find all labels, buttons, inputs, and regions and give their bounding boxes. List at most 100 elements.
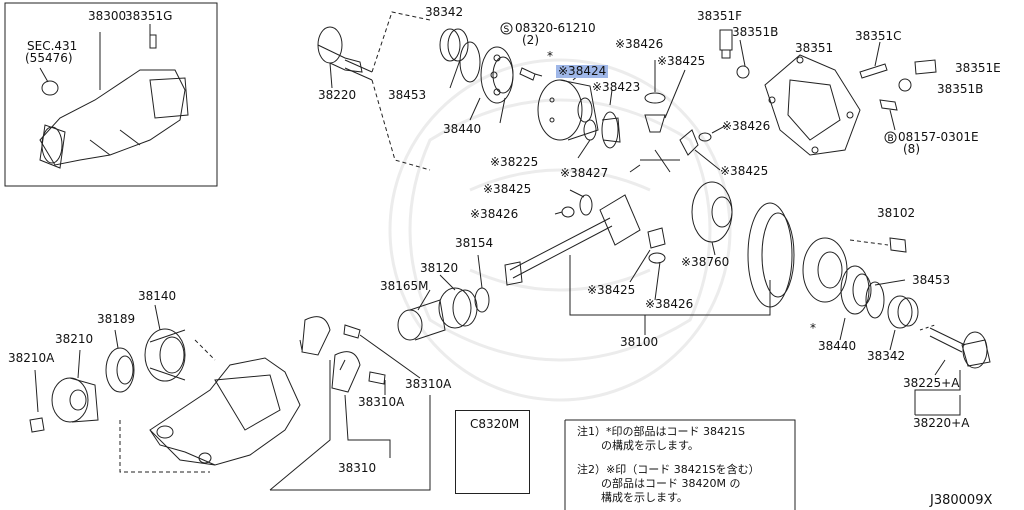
washer-38225	[583, 119, 597, 141]
note-2-line-3: 構成を示します。	[601, 491, 688, 504]
part-label-38165M[interactable]: 38165M	[380, 279, 429, 293]
leader-lines-top-left	[449, 59, 506, 124]
note-2-line-2: の部品はコード 38420M の	[601, 477, 741, 490]
part-label-38189[interactable]: 38189	[97, 312, 136, 326]
plug-38351F	[719, 29, 733, 59]
part-label-38120[interactable]: 38120	[420, 261, 459, 275]
part-label-38351F[interactable]: 38351F	[697, 9, 743, 23]
leader-38760	[711, 241, 716, 256]
leader-38351C	[874, 41, 881, 67]
part-label-38351B-right[interactable]: 38351B	[937, 82, 984, 96]
part-label-38424-highlighted[interactable]: ※38424	[556, 64, 609, 78]
dashed-flange-right	[919, 324, 936, 331]
svg-text:S: S	[504, 25, 510, 35]
bolt-08320	[519, 67, 543, 81]
companion-flange-38220	[317, 26, 373, 89]
leaders-pinion-bearings	[417, 254, 483, 311]
leaders-right-mid	[694, 125, 726, 171]
section-part[interactable]: (55476)	[25, 51, 73, 65]
part-label-38154[interactable]: 38154	[455, 236, 494, 250]
bracket-38220A	[915, 395, 961, 416]
star-mark-38424: *	[547, 49, 553, 63]
pinion-38425-bottom	[647, 227, 666, 249]
bolt-code-08320[interactable]: 08320-61210	[515, 21, 596, 35]
leaders-flange-right	[914, 359, 961, 415]
bolt-code-08157[interactable]: 08157-0301E	[898, 130, 979, 144]
sealant-box	[455, 410, 530, 494]
part-label-38100[interactable]: 38100	[620, 335, 659, 349]
bearing-38440-right	[840, 265, 872, 315]
part-label-38760[interactable]: ※38760	[681, 255, 730, 269]
washer-38154	[474, 287, 490, 313]
part-label-38425-a[interactable]: ※38425	[657, 54, 706, 68]
watermark-emblem	[388, 58, 732, 402]
part-label-38453-top[interactable]: 38453	[388, 88, 427, 102]
leader-38427	[629, 164, 641, 173]
part-label-38425-d[interactable]: ※38425	[587, 283, 636, 297]
part-label-38426-c[interactable]: ※38426	[470, 207, 519, 221]
spacer-38165M	[397, 299, 446, 341]
part-label-38426-d[interactable]: ※38426	[645, 297, 694, 311]
drive-pinion-38100	[504, 194, 641, 286]
bolt-qty-08320: (2)	[522, 33, 539, 47]
s-circle-icon: S	[500, 22, 513, 38]
part-label-38225A[interactable]: 38225+A	[903, 376, 960, 390]
part-label-38342-right[interactable]: 38342	[867, 349, 906, 363]
part-label-38425-b[interactable]: ※38425	[720, 164, 769, 178]
part-label-38425-c[interactable]: ※38425	[483, 182, 532, 196]
leaders-bottom-middle	[629, 249, 661, 301]
part-label-38220[interactable]: 38220	[318, 88, 357, 102]
part-label-38426-b[interactable]: ※38426	[722, 119, 771, 133]
washer-38426-top	[644, 92, 666, 104]
inset-frame	[4, 2, 218, 187]
part-label-38342-top[interactable]: 38342	[425, 5, 464, 19]
leader-08157	[889, 109, 896, 131]
part-label-38440-right[interactable]: 38440	[818, 339, 857, 353]
leaders-top-middle	[654, 60, 686, 119]
part-label-38351G[interactable]: 38351G	[125, 9, 173, 23]
part-label-38351[interactable]: 38351	[795, 41, 834, 55]
part-label-38140[interactable]: 38140	[138, 289, 177, 303]
sealant-code[interactable]: C8320M	[470, 417, 520, 431]
side-gear-38760	[691, 181, 733, 243]
bearing-38342-right	[887, 295, 919, 329]
note-2-line-1: 注2）※印（コード 38421Sを含む）	[577, 463, 760, 476]
bolt-08157	[879, 99, 898, 111]
part-label-38310A-b[interactable]: 38310A	[358, 395, 405, 409]
part-label-38351C[interactable]: 38351C	[855, 29, 902, 43]
section-ref[interactable]: SEC.431	[27, 39, 78, 53]
ring-gear	[747, 202, 795, 308]
part-label-38423[interactable]: ※38423	[592, 80, 641, 94]
part-label-38351E[interactable]: 38351E	[955, 61, 1001, 75]
diagram-code: J380009X	[930, 493, 993, 508]
part-label-38225[interactable]: ※38225	[490, 155, 539, 169]
part-label-38210[interactable]: 38210	[55, 332, 94, 346]
pinion-38425-right	[679, 129, 699, 156]
rear-cover-38351	[764, 54, 861, 156]
note-1-line-2: の構成を示します。	[601, 439, 699, 452]
plug-38351E	[914, 59, 937, 75]
leaders-right-bearings	[839, 279, 906, 351]
leader-38351B-top	[739, 39, 746, 67]
part-label-38440-top[interactable]: 38440	[443, 122, 482, 136]
part-label-38427[interactable]: ※38427	[560, 166, 609, 180]
seal-38189	[105, 347, 135, 393]
stud-38351C	[859, 63, 888, 79]
part-label-38102[interactable]: 38102	[877, 206, 916, 220]
dashed-housing	[119, 339, 216, 473]
pinion-38425-left	[579, 194, 593, 216]
washer-38351B-right	[898, 78, 912, 92]
flange-38210	[51, 377, 99, 423]
part-label-38220A[interactable]: 38220+A	[913, 416, 970, 430]
part-label-38210A[interactable]: 38210A	[8, 351, 55, 365]
part-label-38453-right[interactable]: 38453	[912, 273, 951, 287]
part-label-38310[interactable]: 38310	[338, 461, 377, 475]
pinion-38425-top	[644, 114, 666, 133]
part-label-38310A-a[interactable]: 38310A	[405, 377, 452, 391]
part-label-38426-a[interactable]: ※38426	[615, 37, 664, 51]
part-label-38351B-top[interactable]: 38351B	[732, 25, 779, 39]
dashed-38102	[849, 239, 889, 246]
part-label-38300[interactable]: 38300	[88, 9, 127, 23]
